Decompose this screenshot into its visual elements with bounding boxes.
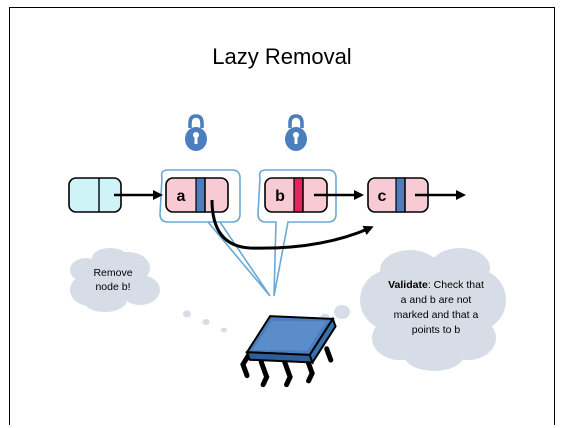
thought-right-line3: marked and that a bbox=[394, 309, 479, 321]
node-a-label: a bbox=[177, 188, 186, 205]
thought-left-line2: node b! bbox=[95, 281, 130, 293]
processor-chip-icon bbox=[240, 315, 337, 388]
node-c-label: c bbox=[378, 188, 387, 205]
lock-callout-b bbox=[257, 169, 337, 297]
thought-bubble-right: Validate: Check that a and b are not mar… bbox=[308, 248, 506, 371]
validate-bold: Validate bbox=[388, 279, 428, 291]
thought-right-line4: points to b bbox=[412, 324, 461, 336]
validate-rest: : Check that bbox=[428, 279, 484, 291]
node-b: b bbox=[264, 177, 328, 213]
node-c: c bbox=[367, 177, 429, 213]
node-a: a bbox=[165, 177, 229, 213]
thought-left-line1: Remove bbox=[93, 267, 132, 279]
head-node bbox=[68, 177, 122, 213]
thought-bubble-left: Remove node b! bbox=[70, 248, 227, 333]
slide-frame bbox=[9, 7, 555, 425]
lock-icon bbox=[185, 114, 207, 151]
node-b-label: b bbox=[275, 188, 285, 205]
thought-right-line2: a and b are not bbox=[401, 294, 472, 306]
thought-right-line1: Validate: Check that bbox=[388, 279, 484, 291]
a-to-c-arrow bbox=[210, 199, 374, 250]
slide-title: Lazy Removal bbox=[212, 44, 352, 69]
lock-icon bbox=[285, 114, 307, 151]
lock-callout-a bbox=[159, 169, 271, 297]
